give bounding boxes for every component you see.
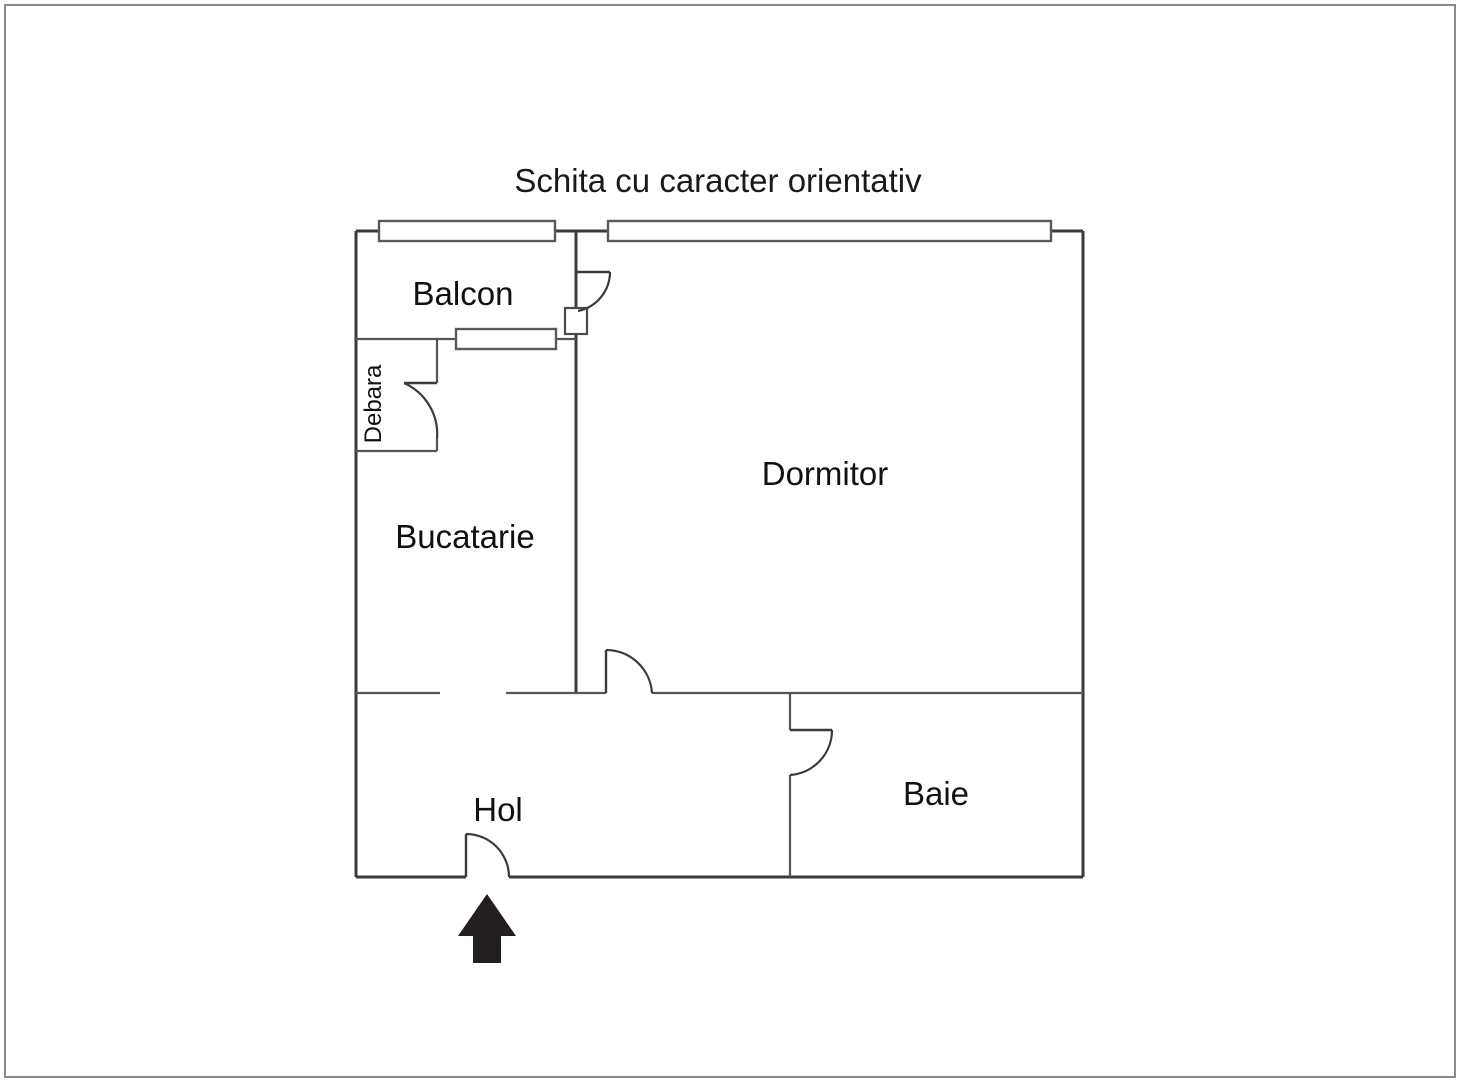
entrance-arrow-shape — [458, 894, 516, 963]
entrance-arrow — [458, 894, 516, 963]
door-dormitor-arc — [605, 648, 654, 694]
door-baie — [789, 728, 834, 777]
door-balcon — [576, 270, 612, 313]
door-entrance-arc — [465, 832, 511, 878]
door-balcon-arc — [577, 271, 612, 313]
windows — [377, 219, 1053, 351]
room-label-hol: Hol — [473, 791, 523, 828]
room-label-debara: Debara — [360, 364, 387, 443]
room-label-baie: Baie — [903, 775, 969, 812]
page-title: Schita cu caracter orientativ — [514, 162, 922, 199]
door-entrance — [464, 832, 511, 878]
window-balcon — [377, 219, 557, 243]
room-label-balcon: Balcon — [413, 275, 514, 312]
pillar-box — [563, 306, 589, 336]
door-debara-arc — [403, 381, 439, 440]
interior-walls — [356, 231, 1083, 877]
window-bucatarie — [454, 327, 558, 351]
door-dormitor — [604, 648, 654, 694]
room-label-dormitor: Dormitor — [762, 455, 889, 492]
door-debara — [403, 381, 439, 440]
room-label-bucatarie: Bucatarie — [395, 518, 534, 555]
pillar — [563, 306, 589, 336]
window-dormitor — [606, 219, 1053, 243]
door-baie-arc — [789, 729, 834, 777]
